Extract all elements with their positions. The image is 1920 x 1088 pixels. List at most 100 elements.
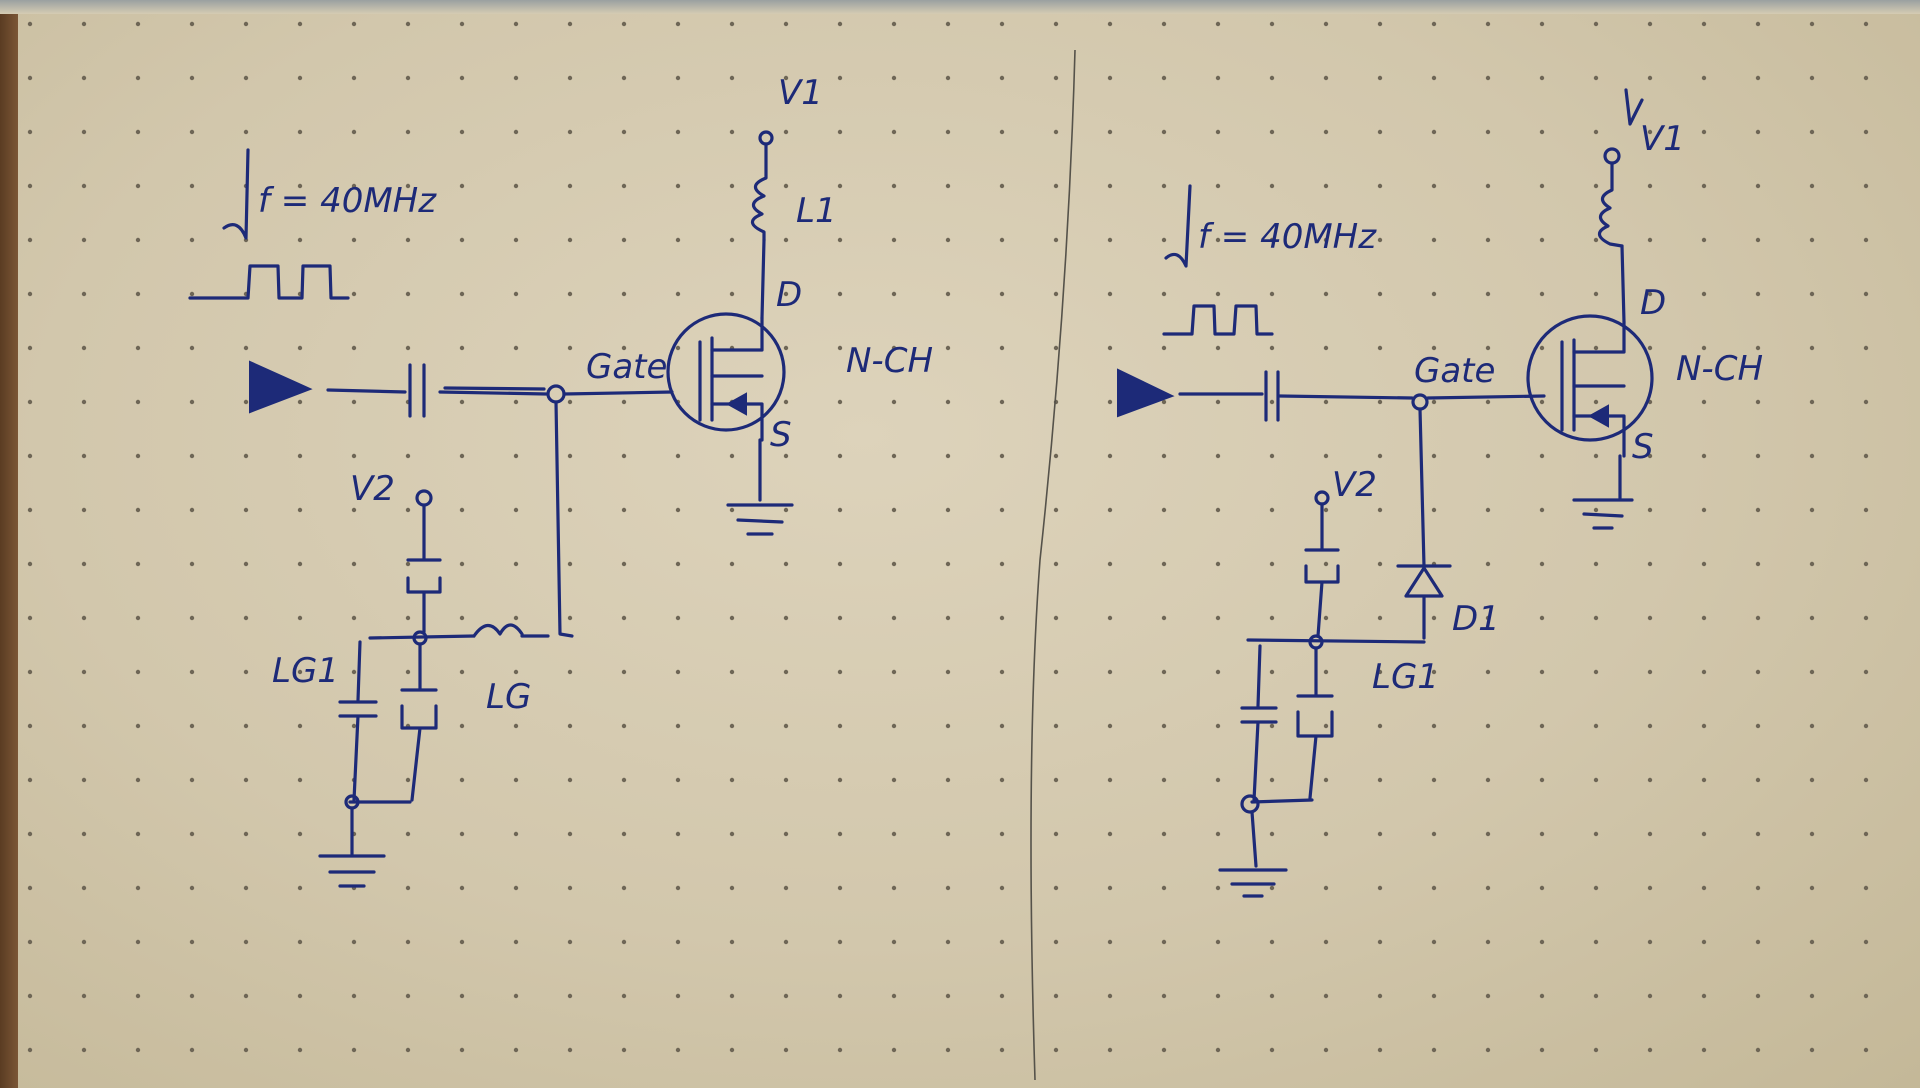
grid-dot [1809,183,1815,189]
grid-dot [81,21,87,27]
grid-dot [81,75,87,81]
grid-dot [1323,75,1329,81]
grid-dot [1269,831,1275,837]
grid-dot [1377,561,1383,567]
grid-dot [1431,129,1437,135]
grid-dot [621,291,627,297]
grid-dot [621,1047,627,1053]
grid-dot [783,453,789,459]
grid-dot [1809,615,1815,621]
grid-dot [1269,669,1275,675]
right-decoupling-label: LG1 [1372,657,1439,697]
grid-dot [1269,237,1275,243]
grid-dot [783,939,789,945]
grid-dot [1701,129,1707,135]
grid-dot [297,831,303,837]
grid-dot [945,183,951,189]
grid-dot [1323,291,1329,297]
grid-dot [297,75,303,81]
grid-dot [135,723,141,729]
grid-dot [999,129,1005,135]
grid-dot [729,885,735,891]
grid-dot [1539,75,1545,81]
grid-dot [891,291,897,297]
grid-dot [1107,183,1113,189]
grid-dot [1053,885,1059,891]
grid-dot [1755,993,1761,999]
grid-dot [1863,291,1869,297]
grid-dot [945,831,951,837]
grid-dot [297,453,303,459]
grid-dot [1269,345,1275,351]
grid-dot [567,615,573,621]
left-drain-label: D [776,275,802,315]
grid-dot [1701,453,1707,459]
grid-dot [1701,183,1707,189]
grid-dot [81,453,87,459]
grid-dot [1863,399,1869,405]
grid-dot [1863,615,1869,621]
grid-dot [1593,1047,1599,1053]
grid-dot [243,561,249,567]
grid-dot [945,75,951,81]
grid-dot [1755,183,1761,189]
grid-dot [621,831,627,837]
grid-dot [675,669,681,675]
grid-dot [1215,939,1221,945]
grid-dot [621,561,627,567]
grid-dot [1053,993,1059,999]
grid-dot [189,831,195,837]
grid-dot [945,1047,951,1053]
grid-dot [891,615,897,621]
grid-dot [81,777,87,783]
grid-dot [459,291,465,297]
grid-dot [1863,453,1869,459]
grid-dot [999,75,1005,81]
grid-dot [351,939,357,945]
right-ground [1218,810,1288,898]
grid-dot [999,453,1005,459]
grid-dot [675,453,681,459]
grid-dot [27,237,33,243]
grid-dot [405,615,411,621]
grid-dot [729,129,735,135]
grid-dot [1809,561,1815,567]
grid-dot [405,507,411,513]
grid-dot [513,183,519,189]
grid-dot [405,1047,411,1053]
grid-dot [459,507,465,513]
grid-dot [1269,129,1275,135]
grid-dot [1539,1047,1545,1053]
grid-dot [837,453,843,459]
grid-dot [1809,993,1815,999]
grid-dot [243,615,249,621]
left-coupling-capacitor [408,363,426,418]
grid-dot [1107,1047,1113,1053]
grid-dot [1539,237,1545,243]
grid-dot [1755,291,1761,297]
grid-dot [135,183,141,189]
grid-dot [1755,399,1761,405]
right-drain-inductor [1597,161,1624,248]
grid-dot [405,183,411,189]
grid-dot [459,183,465,189]
grid-dot [891,453,897,459]
grid-dot [27,615,33,621]
grid-dot [1107,561,1113,567]
right-bias-terminal [1314,490,1330,506]
grid-dot [459,21,465,27]
grid-dot [513,615,519,621]
grid-dot [1593,993,1599,999]
grid-dot [1107,993,1113,999]
grid-dot [1539,669,1545,675]
grid-dot [1323,237,1329,243]
grid-dot [1755,237,1761,243]
grid-dot [1323,129,1329,135]
left-transistor-type: N-CH [846,341,933,381]
grid-dot [1053,129,1059,135]
grid-dot [1215,885,1221,891]
grid-dot [621,993,627,999]
grid-dot [1485,939,1491,945]
grid-dot [513,345,519,351]
grid-dot [1161,453,1167,459]
